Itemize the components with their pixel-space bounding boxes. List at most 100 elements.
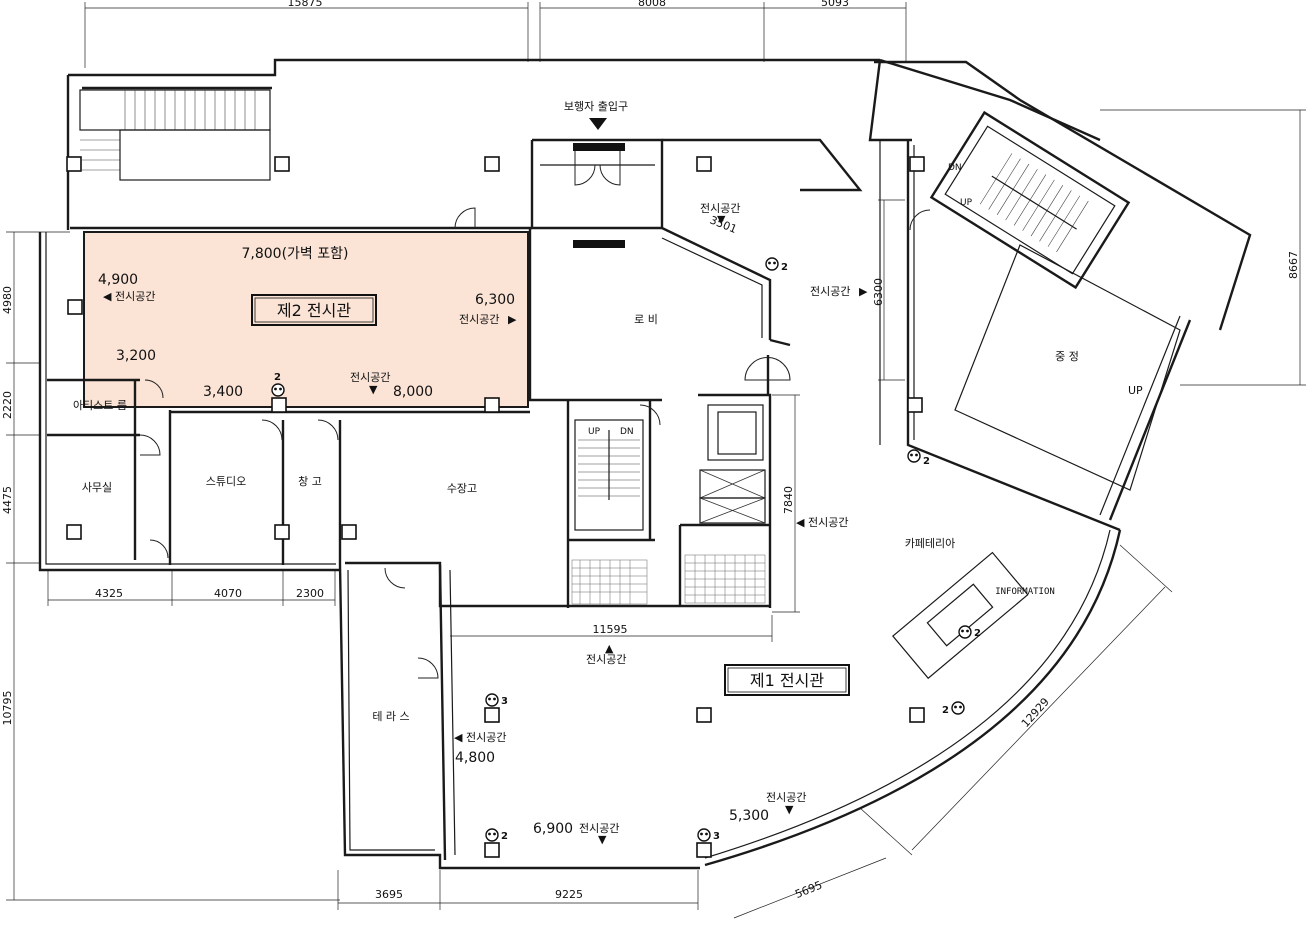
exhibit-space-elevator: 전시공간	[808, 516, 848, 529]
svg-text:2: 2	[942, 705, 949, 716]
gallery1-left-value: 4,800	[455, 750, 495, 766]
gallery2-title-frame	[251, 294, 377, 326]
gallery2-width-label: 7,800(가벽 포함)	[242, 246, 349, 262]
mid-dim-3: 2300	[296, 587, 324, 600]
svg-text:▲: ▲	[605, 642, 614, 655]
entrance-marks	[573, 118, 625, 248]
gallery2-area	[83, 231, 529, 408]
top-dimension-lines	[84, 2, 907, 68]
stair-dn-label-2: DN	[948, 163, 962, 173]
gallery2-left-value: 4,900	[98, 272, 138, 288]
doors	[139, 145, 931, 679]
right-dim: 8667	[1287, 251, 1300, 279]
room-courtyard: 중 정	[1055, 350, 1079, 363]
top-dim-2: 8008	[638, 0, 666, 9]
gallery1-bottom-value: 6,900	[533, 821, 573, 837]
inner-dim-3: 7840	[782, 486, 795, 514]
elevators	[699, 404, 766, 524]
svg-text:3: 3	[713, 831, 720, 842]
exhibit-space-g1-corner: 전시공간	[766, 791, 806, 804]
gallery1-title: 제1 전시관	[750, 671, 824, 690]
stair-up-label-3: UP	[1128, 384, 1143, 397]
svg-text:▼: ▼	[598, 833, 607, 846]
cctv-camera-icon: 3	[697, 828, 720, 842]
svg-text:▶: ▶	[859, 285, 868, 298]
exhibit-space-top: 전시공간	[700, 202, 740, 215]
gallery1-corner-value: 5,300	[729, 808, 769, 824]
svg-text:◀: ◀	[796, 516, 805, 529]
bottom-dimension-lines	[47, 570, 773, 910]
svg-text:2: 2	[781, 262, 788, 273]
bottom-dim-2: 9225	[555, 888, 583, 901]
svg-text:▼: ▼	[369, 383, 378, 396]
cctv-cameras: 2 2 2 2 2 3 2	[271, 257, 981, 842]
exhibit-space-g1-bottom: 전시공간	[579, 822, 619, 835]
room-lobby: 로 비	[634, 313, 658, 326]
svg-text:▶: ▶	[508, 313, 517, 326]
courtyard-outline	[954, 244, 1181, 491]
stair-up-label-1: UP	[588, 427, 601, 437]
cctv-camera-icon: 2	[907, 449, 930, 467]
room-storage: 창 고	[298, 475, 322, 488]
svg-text:◀: ◀	[454, 731, 463, 744]
central-stair	[574, 419, 644, 531]
cctv-camera-icon: 2	[485, 828, 508, 842]
cctv-camera-icon: 2	[271, 372, 285, 397]
cctv-camera-icon: 2	[765, 257, 788, 273]
interior-walls	[47, 138, 909, 608]
exhibit-space-g2-right: 전시공간	[459, 313, 499, 326]
inner-dim-2: 6300	[872, 278, 885, 306]
svg-text:2: 2	[923, 456, 930, 467]
left-dim-2: 2220	[1, 391, 14, 419]
restrooms	[571, 554, 766, 605]
outer-walls	[38, 58, 1252, 870]
exhibit-space-g2-left: 전시공간	[115, 290, 155, 303]
gallery2-right-value: 6,300	[475, 292, 515, 308]
stair-up-label-2: UP	[960, 198, 973, 208]
svg-text:▼: ▼	[717, 213, 726, 226]
room-office: 사무실	[82, 481, 112, 494]
stair-top-left	[79, 89, 271, 181]
exhibit-space-g1-left: 전시공간	[466, 731, 506, 744]
left-dim-4: 10795	[1, 691, 14, 726]
cctv-camera-icon: 2	[958, 625, 981, 639]
svg-text:2: 2	[274, 372, 281, 383]
room-cafeteria: 카페테리아	[905, 537, 956, 550]
cctv-camera-icon: 2	[942, 701, 965, 716]
pedestrian-entrance-label: 보행자 출입구	[564, 100, 628, 113]
gallery2-bottom-mid-value: 3,400	[203, 384, 243, 400]
gallery1-title-frame	[724, 664, 850, 696]
top-dim-3: 5093	[821, 0, 849, 9]
exhibit-space-g1-top: 전시공간	[586, 653, 626, 666]
left-dimension-lines	[6, 231, 340, 901]
left-dim-3: 4475	[1, 486, 14, 514]
information-desk	[892, 551, 1029, 680]
columns	[66, 156, 925, 858]
exhibit-space-g2-bottom: 전시공간	[350, 371, 390, 384]
information-label: INFORMATION	[995, 587, 1055, 597]
mid-dim-4: 11595	[593, 623, 628, 636]
mid-dim-2: 4070	[214, 587, 242, 600]
svg-text:2: 2	[974, 628, 981, 639]
cctv-camera-icon: 3	[485, 693, 508, 707]
room-terrace: 테 라 스	[372, 710, 409, 723]
gallery2-bottom-value: 8,000	[393, 384, 433, 400]
exhibit-space-lobby-right: 전시공간	[810, 285, 850, 298]
top-dim-1: 15875	[288, 0, 323, 9]
gallery2-title: 제2 전시관	[277, 301, 351, 320]
right-dimension-lines	[733, 109, 1306, 919]
bottom-dim-1: 3695	[375, 888, 403, 901]
mid-dim-1: 4325	[95, 587, 123, 600]
svg-text:◀: ◀	[103, 290, 112, 303]
stair-right	[929, 110, 1131, 290]
svg-text:2: 2	[501, 831, 508, 842]
stair-dn-label-1: DN	[620, 427, 634, 437]
room-artist: 아티스트 룸	[73, 399, 127, 412]
room-storage-vault: 수장고	[447, 482, 477, 495]
svg-text:▼: ▼	[785, 803, 794, 816]
svg-text:3: 3	[501, 696, 508, 707]
room-studio: 스튜디오	[206, 475, 246, 488]
gallery2-bottom-left-value: 3,200	[116, 348, 156, 364]
inner-dim-5: 5695	[793, 878, 824, 901]
